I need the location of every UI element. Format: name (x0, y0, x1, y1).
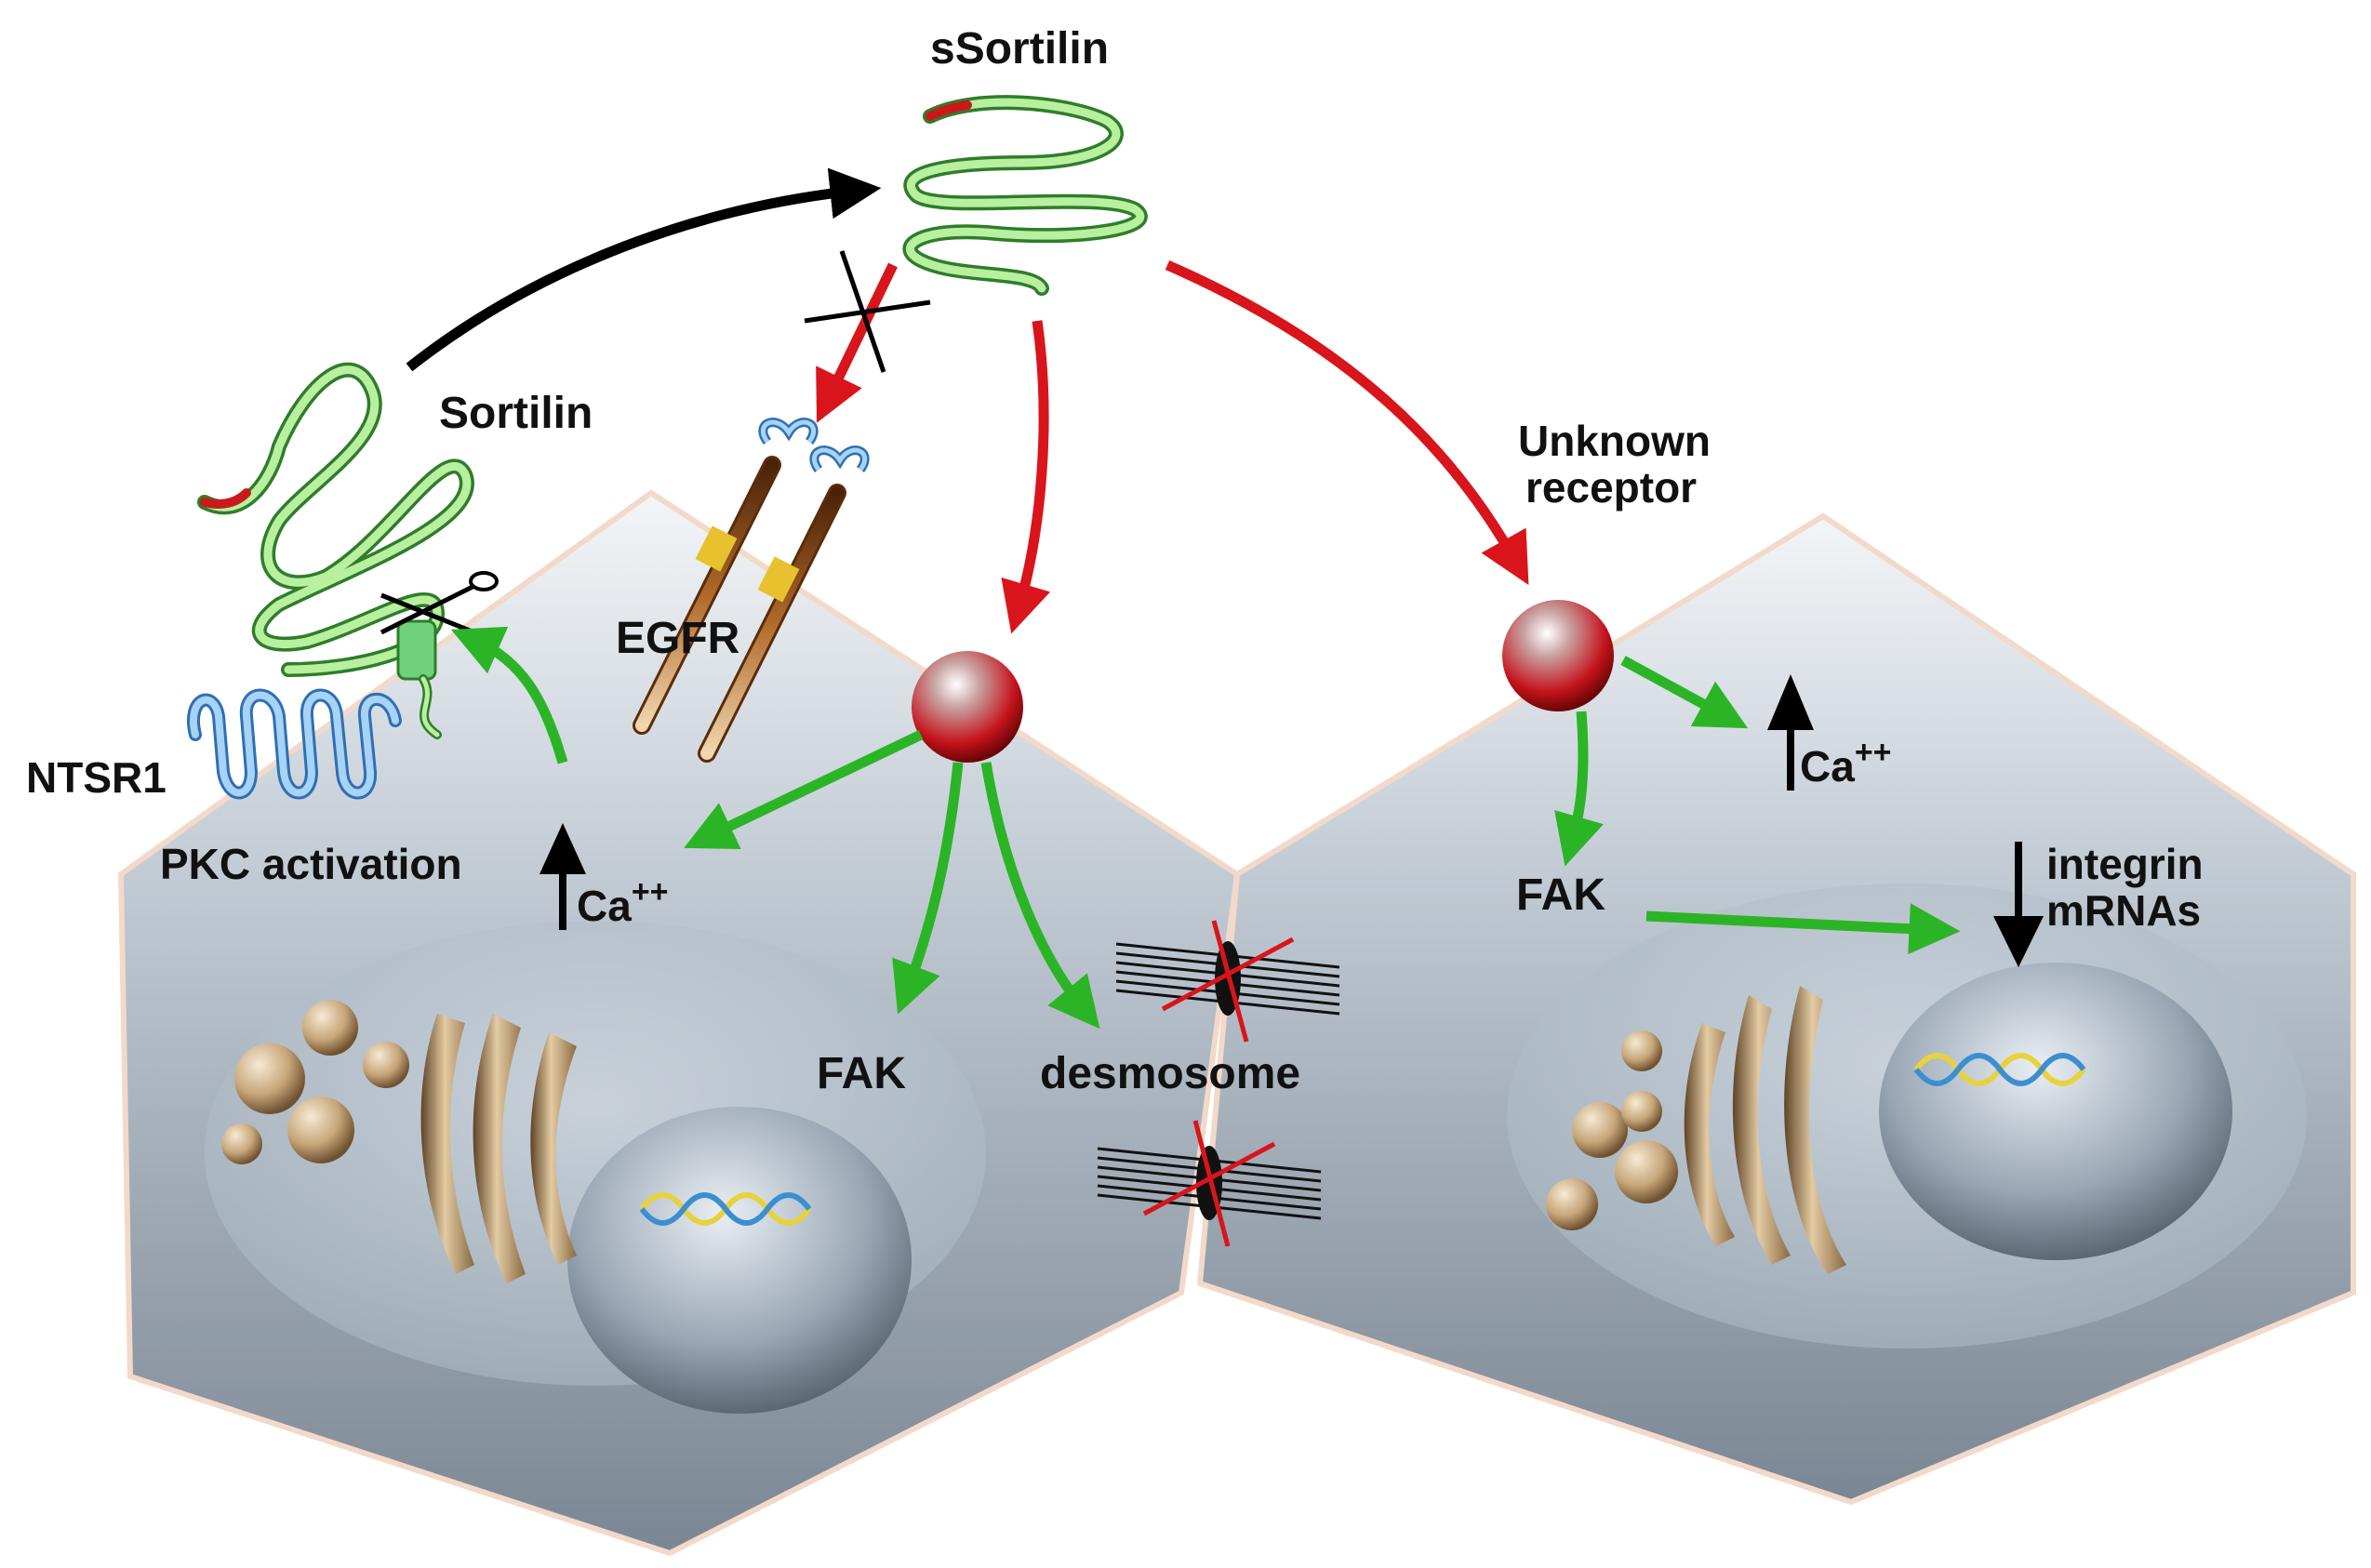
unknown-receptor-to-ca-arrow (1620, 656, 1749, 729)
pkc-to-scissors-arrow (450, 626, 568, 764)
left-organelles (221, 1000, 577, 1283)
fak-left-label: FAK (817, 1049, 906, 1098)
right-nucleus (1879, 963, 2232, 1260)
fak-right-label: FAK (1516, 870, 1605, 920)
blocked-cross-icon (804, 250, 931, 373)
sortilin-label: Sortilin (439, 389, 593, 438)
ca-left-label: Ca++ (577, 874, 669, 930)
ntsr1-label: NTSR1 (26, 753, 167, 802)
ssortilin-to-left-receptor-arrow (1001, 320, 1051, 634)
dna-helix-icon (1913, 1053, 2086, 1086)
pkc-activation-label: PKC activation (160, 840, 462, 888)
ssortilin-to-unknown-receptor-arrow (1165, 259, 1529, 585)
desmosome-upper (1115, 920, 1340, 1043)
egfr-label: EGFR (616, 614, 739, 663)
unknown-receptor-to-fak-arrow (1554, 711, 1604, 867)
sortilin-protein (197, 362, 474, 739)
up-arrow-icon (539, 823, 586, 930)
receptor-to-fak-arrow (892, 762, 964, 1015)
up-arrow-icon (1767, 674, 1814, 791)
ntsr1-receptor (187, 688, 402, 800)
receptor-to-ca-arrow (684, 730, 924, 849)
ssortilin-to-egfr-arrow (816, 262, 898, 423)
dna-helix-icon (639, 1192, 812, 1226)
right-organelles (1546, 986, 1846, 1274)
receptor-sphere-icon (1502, 600, 1614, 711)
receptor-sphere-icon (912, 651, 1023, 763)
ca-left-superscript: ++ (632, 874, 669, 910)
desmosome-lower (1097, 1120, 1322, 1247)
shedding-arrow (406, 167, 882, 372)
desmosome-label: desmosome (1040, 1049, 1300, 1098)
integrin-mrnas-label: integrin mRNAs (2046, 840, 2215, 935)
ssortilin-label: sSortilin (930, 24, 1109, 73)
left-nucleus (567, 1107, 912, 1414)
ca-right-label: Ca++ (1800, 735, 1892, 791)
down-arrow-icon (1993, 842, 2044, 967)
unknown-receptor-label: Unknown receptor (1518, 417, 1723, 512)
ca-right-superscript: ++ (1855, 735, 1892, 770)
egfr-receptor (633, 418, 870, 763)
receptor-to-desmosome-arrow (980, 762, 1100, 1030)
ssortilin-protein (902, 95, 1148, 296)
fak-to-integrin-arrow (1645, 903, 1961, 955)
